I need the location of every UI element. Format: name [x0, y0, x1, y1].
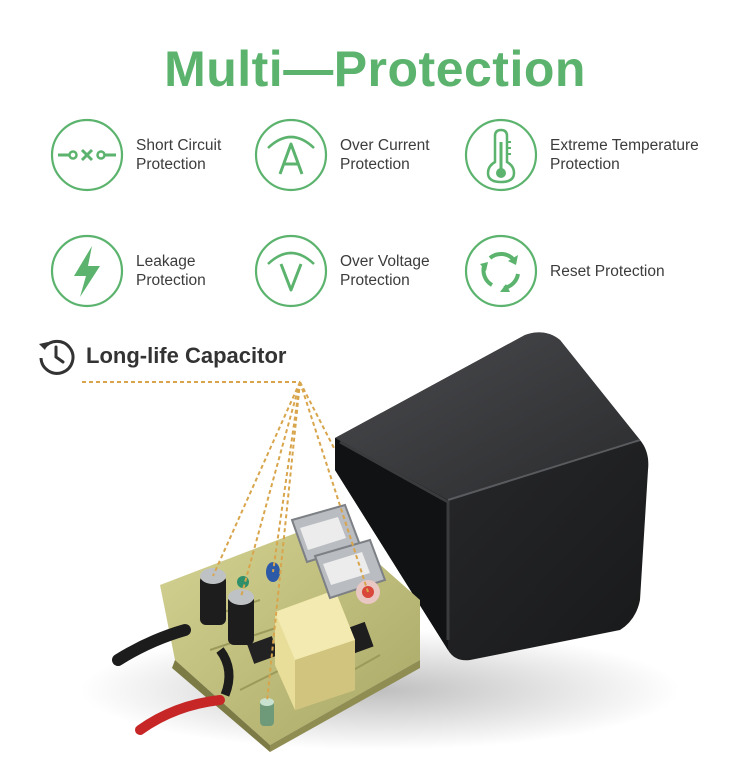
feature-label: Short Circuit Protection	[136, 137, 222, 173]
feature-extreme-temperature: Extreme Temperature Protection	[464, 118, 699, 192]
clock-history-icon	[39, 339, 75, 375]
feature-label: Extreme Temperature Protection	[550, 137, 699, 173]
feature-over-current: Over Current Protection	[254, 118, 430, 192]
capacitor-label: Long-life Capacitor	[86, 343, 287, 368]
feature-over-voltage: Over Voltage Protection	[254, 234, 430, 308]
page-title: Multi—Protection	[164, 41, 586, 97]
feature-label: Over Voltage Protection	[340, 253, 430, 289]
feature-label: Leakage Protection	[136, 253, 206, 289]
feature-short-circuit: Short Circuit Protection	[50, 118, 221, 192]
feature-label: Reset Protection	[550, 262, 665, 280]
power-cables	[112, 624, 234, 735]
voltmeter-icon	[254, 234, 328, 308]
capacitor-callout: Long-life Capacitor	[36, 336, 286, 376]
feature-label: Over Current Protection	[340, 137, 430, 173]
transformer	[275, 590, 355, 710]
charger-shell	[335, 332, 649, 661]
ammeter-icon	[254, 118, 328, 192]
reset-cycle-icon	[464, 234, 538, 308]
short-circuit-icon	[50, 118, 124, 192]
thermometer-icon	[464, 118, 538, 192]
capacitor-guide-lines	[82, 381, 369, 703]
lightning-bolt-icon	[50, 234, 124, 308]
feature-leakage: Leakage Protection	[50, 234, 206, 308]
feature-reset: Reset Protection	[464, 234, 665, 308]
